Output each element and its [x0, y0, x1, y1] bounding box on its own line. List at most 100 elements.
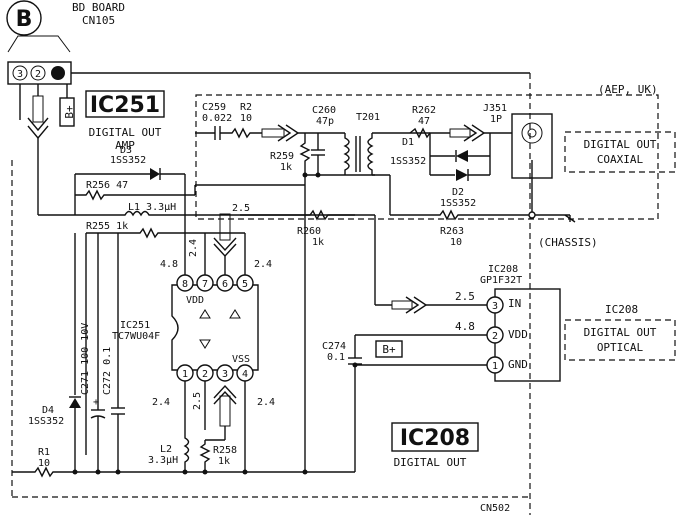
optical-label-2: OPTICAL: [597, 341, 644, 354]
d2-diode: [456, 169, 468, 181]
cn105-connector: 3 2: [7, 35, 72, 85]
pin-3-label: 3: [17, 69, 23, 80]
ic208-pin2-label: VDD: [508, 328, 528, 341]
ic251-pin-5: 5: [242, 279, 248, 290]
c274-ref: C274: [322, 341, 346, 352]
r259-ref: R259: [270, 151, 294, 162]
coaxial-label-2: COAXIAL: [597, 153, 644, 166]
c260-ref: C260: [312, 105, 336, 116]
r260-ref: R260: [297, 226, 321, 237]
optical-label-box: [564, 319, 676, 361]
signal-arrow-pin3: [213, 384, 237, 427]
ic208-pin2-voltage: 4.8: [455, 320, 475, 333]
d4-ref: D4: [42, 405, 54, 416]
r1-resistor: [12, 466, 355, 478]
c260-value: 47p: [316, 116, 334, 127]
ic251-v-pin2: 2.5: [192, 392, 203, 410]
ic251-v-pin8: 4.8: [160, 259, 178, 270]
ic251-v-pin6: 2.5: [232, 203, 250, 214]
ic208-pin3: 3: [492, 301, 498, 312]
signal-arrow-down-1: [27, 95, 49, 140]
ic251-func-1: DIGITAL OUT: [89, 126, 162, 139]
t201-transformer: [343, 133, 374, 175]
j351-ref: J351: [483, 103, 507, 114]
l1-inductor: [38, 210, 355, 217]
ic251-part: TC7WU04F: [112, 331, 160, 342]
coaxial-label-1: DIGITAL OUT: [584, 138, 657, 151]
d4-part: 1SS352: [28, 416, 64, 427]
j351-value: 1P: [490, 114, 502, 125]
bplus-ic208: B+: [382, 343, 396, 356]
r260-resistor: [240, 209, 375, 221]
ic251-pin-3: 3: [222, 369, 228, 380]
r258-value: 1k: [218, 456, 230, 467]
ic208-title-box: [391, 422, 479, 452]
c272-label: C272 0.1: [102, 347, 113, 395]
ic208-pin1-label: GND: [508, 358, 528, 371]
d3-ref: D3: [120, 145, 132, 156]
ic251-v-pin7: 2.4: [188, 239, 199, 257]
d1-diode: [456, 150, 468, 162]
ic208-ref: IC208: [488, 264, 518, 275]
c259-ref: C259: [202, 102, 226, 113]
r255-resistor: [86, 227, 205, 239]
ic251-bottom-pins: 1 2 3 4: [176, 364, 254, 382]
ic251-title-box: [85, 90, 165, 118]
l1-label: L1 3.3μH: [128, 202, 176, 213]
aep-uk-region: [195, 94, 659, 220]
r255-label: R255 1k: [86, 221, 128, 232]
bplus-left: B+: [63, 105, 76, 119]
ic208-pin1: 1: [492, 361, 498, 372]
ic251-name: IC251: [120, 320, 150, 331]
l2-inductor: [183, 395, 190, 472]
ic208-title: IC208: [400, 426, 470, 451]
t201-label: T201: [356, 112, 380, 123]
ic251-pin-7: 7: [202, 279, 208, 290]
pin-2-label: 2: [35, 69, 41, 80]
ic251-top-pins: 8 7 6 5: [176, 274, 254, 292]
ic251-pin-1: 1: [182, 369, 188, 380]
r256-resistor: [75, 189, 195, 201]
ic251-title: IC251: [90, 93, 160, 118]
signal-arrow-coax-1: [261, 124, 300, 142]
d2-ref: D2: [452, 187, 464, 198]
signal-arrow-coax-2: [449, 124, 486, 142]
r1-ref: R1: [38, 447, 50, 458]
r259-resistor: [299, 133, 311, 175]
signal-arrow-optical: [391, 296, 428, 314]
ic251-chip: VDD VSS IC251 TC7WU04F: [112, 284, 259, 371]
d2-part: 1SS352: [440, 198, 476, 209]
d1-part: 1SS352: [390, 156, 426, 167]
r258-resistor: [199, 440, 211, 472]
r260-value: 1k: [312, 237, 324, 248]
cn502-label: CN502: [480, 503, 510, 514]
l2-value: 3.3μH: [148, 455, 178, 466]
ic208-pin3-voltage: 2.5: [455, 290, 475, 303]
c274-value: 0.1: [327, 352, 345, 363]
bplus-ic208-box: [375, 340, 403, 358]
ic251-v-pin1: 2.4: [152, 397, 170, 408]
d1-ref: D1: [402, 137, 414, 148]
svg-text:+: +: [93, 397, 99, 408]
coaxial-label-box: [564, 131, 676, 173]
r262-value: 47: [418, 116, 430, 127]
ic251-vdd: VDD: [186, 295, 204, 306]
r256-label: R256 47: [86, 180, 128, 191]
r262-ref: R262: [412, 105, 436, 116]
ic208-pin2: 2: [492, 331, 498, 342]
r259-value: 1k: [280, 162, 292, 173]
r263-value: 10: [450, 237, 462, 248]
r2-value: 10: [240, 113, 252, 124]
l2-ref: L2: [160, 444, 172, 455]
board-name: BD BOARD: [72, 1, 125, 14]
r263-ref: R263: [440, 226, 464, 237]
ic251-v-pin5: 2.4: [254, 259, 272, 270]
c259-value: 0.022: [202, 113, 232, 124]
r1-value: 10: [38, 458, 50, 469]
ic251-pin-8: 8: [182, 279, 188, 290]
ic251-func-2: AMP: [115, 139, 135, 152]
d3-part: 1SS352: [110, 155, 146, 166]
c271-label: C271 100 10V: [80, 323, 91, 395]
